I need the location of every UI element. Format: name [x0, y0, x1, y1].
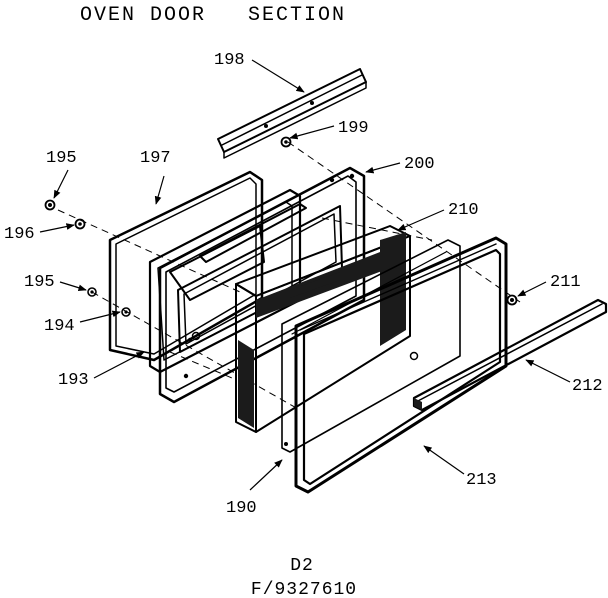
washer-196	[74, 218, 86, 230]
callout-193: 193	[58, 371, 89, 390]
handle-screw-211	[506, 294, 518, 306]
callout-210: 210	[448, 201, 479, 220]
callout-195-lower: 195	[24, 273, 55, 292]
diagram-title: OVEN DOOR SECTION	[80, 4, 346, 27]
assembly-centerlines	[57, 141, 521, 411]
screw-199	[280, 136, 292, 148]
callout-200: 200	[404, 155, 435, 174]
callout-212: 212	[572, 377, 603, 396]
callout-194: 194	[44, 317, 75, 336]
callout-199: 199	[338, 119, 369, 138]
callout-195-upper: 195	[46, 149, 77, 168]
callout-213: 213	[466, 471, 497, 490]
door-handle	[412, 298, 608, 412]
leader-lines	[39, 59, 571, 491]
screw-195-lower	[87, 287, 97, 297]
callout-labels: 198 199 200 210 211 212 213 190 193 194 …	[4, 51, 603, 518]
callout-196: 196	[4, 225, 35, 244]
inner-door-liner	[158, 166, 366, 404]
top-trim-strip	[217, 68, 367, 159]
washer-194	[121, 307, 131, 317]
callout-211: 211	[550, 273, 581, 292]
callout-197: 197	[140, 149, 171, 168]
callout-198: 198	[214, 51, 245, 70]
callout-190: 190	[226, 499, 257, 518]
door-liner-frame	[148, 188, 302, 374]
diagram-code: D2	[290, 556, 314, 576]
insulation-box	[235, 225, 411, 433]
model-number: F/9327610	[251, 580, 357, 598]
screw-195-upper	[44, 199, 56, 211]
